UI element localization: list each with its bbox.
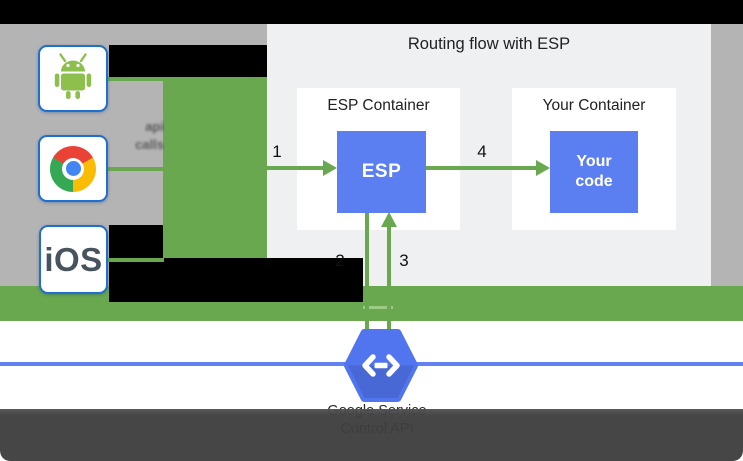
chrome-icon	[50, 145, 96, 192]
arrow-1-head	[323, 160, 337, 176]
step-3-label: 3	[399, 251, 409, 270]
cloud-endpoints-hexagon-icon	[343, 326, 419, 405]
api-calls-blur-text: api calls	[135, 119, 164, 152]
black-patch-mid	[109, 225, 163, 258]
connector-ios	[106, 258, 164, 262]
top-black-bar	[0, 0, 743, 24]
right-gray-strip	[711, 24, 743, 286]
your-container-label: Your Container	[542, 97, 646, 114]
footer-bar	[0, 409, 743, 461]
arrow-1	[266, 166, 323, 170]
android-client-box	[38, 45, 108, 112]
ios-label: iOS	[44, 240, 103, 278]
connector-chrome	[106, 167, 164, 171]
black-patch-top	[109, 45, 267, 78]
your-code-box: Your code	[550, 131, 638, 213]
ios-client-box: iOS	[39, 225, 108, 294]
black-patch-bottom	[109, 258, 363, 302]
green-traffic-block	[163, 77, 267, 260]
arrow-4	[426, 166, 536, 170]
panel-title: Routing flow with ESP	[407, 35, 571, 53]
esp-container-label: ESP Container	[327, 97, 430, 114]
connector-android	[106, 77, 164, 81]
esp-box: ESP	[337, 131, 426, 213]
routing-panel: Routing flow with ESP ESP Container Your…	[267, 24, 711, 286]
step-1-label: 1	[272, 142, 282, 161]
green-tick-mark	[363, 306, 393, 309]
arrow-4-head	[536, 160, 550, 176]
chrome-client-box	[38, 135, 108, 202]
step-4-label: 4	[477, 142, 487, 161]
arrow-3-head	[381, 212, 397, 227]
step-2-label: 2	[335, 251, 345, 270]
arrow-3	[387, 226, 391, 332]
your-code-line2: code	[575, 173, 613, 190]
android-icon	[49, 50, 97, 107]
your-code-line1: Your	[576, 153, 612, 170]
arrow-2	[365, 213, 369, 332]
